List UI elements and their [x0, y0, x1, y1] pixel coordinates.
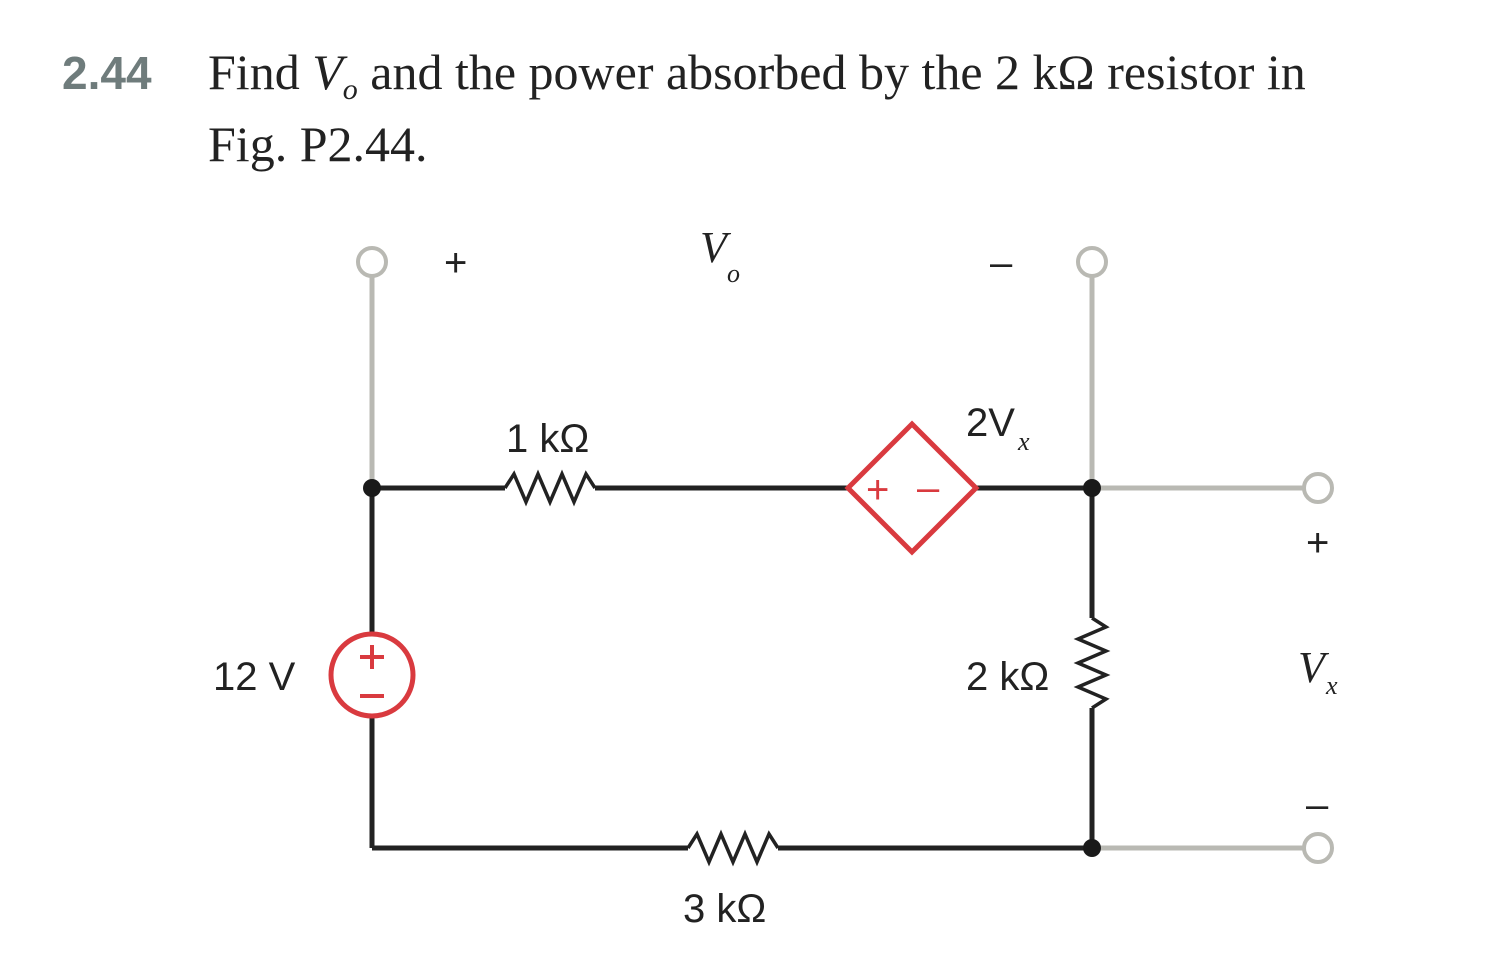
problem-var-sub: o	[342, 73, 358, 106]
vo-label-sub: o	[727, 259, 740, 288]
dep-source-label: 2V	[966, 401, 1015, 445]
node-top-right	[1083, 479, 1101, 497]
r2-label: 2 kΩ	[966, 655, 1049, 699]
dependent-source-minus: –	[917, 466, 940, 510]
problem-statement: 2.44 Find Vo and the power absorbed by th…	[62, 40, 1462, 176]
vx-minus-terminal	[1302, 832, 1334, 864]
problem-number: 2.44	[62, 47, 152, 99]
voltage-source-circle	[328, 631, 416, 719]
resistor-1k	[503, 469, 597, 507]
problem-text-start: Find	[208, 44, 313, 100]
dependent-source-plus: +	[866, 468, 889, 512]
vx-plus-terminal	[1302, 472, 1334, 504]
dep-source-label-sub: x	[1017, 427, 1030, 456]
problem-text-end: and the power absorbed by the 2 kΩ resis…	[357, 44, 1306, 100]
vo-label: V	[700, 223, 732, 272]
vx-plus-sign: +	[1306, 521, 1329, 565]
vx-minus-sign: –	[1306, 783, 1329, 827]
r3-label: 3 kΩ	[683, 887, 766, 931]
dependent-source-diamond	[844, 420, 980, 556]
resistor-3k	[686, 829, 780, 867]
vo-plus-terminal	[356, 246, 388, 278]
vx-label: V	[1298, 643, 1330, 692]
vo-minus-sign: –	[990, 241, 1013, 285]
problem-line-1: 2.44 Find Vo and the power absorbed by th…	[62, 40, 1462, 112]
vo-plus-sign: +	[444, 241, 467, 285]
source-label: 12 V	[213, 655, 296, 699]
r1-label: 1 kΩ	[506, 417, 589, 461]
node-bottom-right	[1083, 839, 1101, 857]
problem-line-2: Fig. P2.44.	[208, 116, 428, 172]
vx-label-sub: x	[1325, 671, 1338, 700]
node-top-left	[363, 479, 381, 497]
vo-minus-terminal	[1076, 246, 1108, 278]
problem-var: V	[312, 44, 343, 100]
resistor-2k	[1073, 616, 1111, 710]
